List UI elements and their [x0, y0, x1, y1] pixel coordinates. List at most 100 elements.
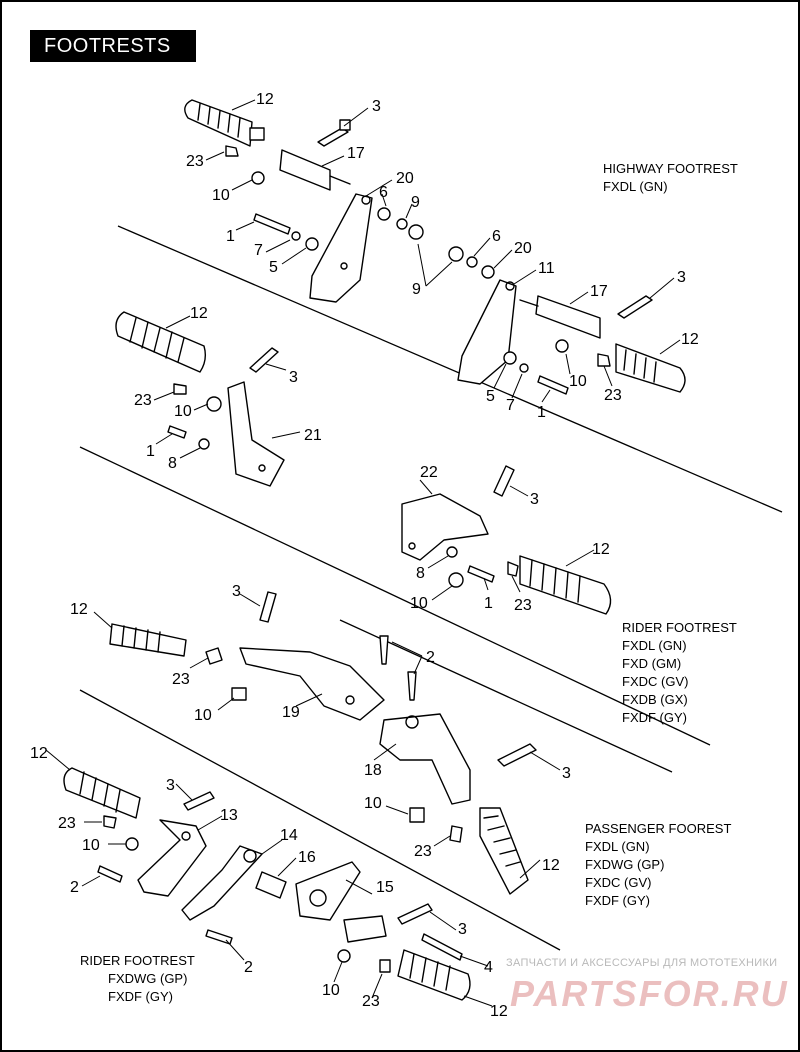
callout-10: 10 — [174, 403, 192, 420]
label-line: FXDL (GN) — [622, 638, 687, 653]
bolt-part-1 — [253, 213, 291, 235]
callout-23: 23 — [362, 993, 380, 1010]
callout-17: 17 — [347, 145, 365, 162]
bolt-part-1 — [167, 425, 187, 439]
callout-13: 13 — [220, 807, 238, 824]
washer-part-7 — [291, 231, 301, 241]
bolt-part-2 — [407, 671, 417, 701]
spacer-part-11 — [408, 224, 424, 240]
section-divider — [79, 446, 711, 746]
callout-6: 6 — [379, 184, 388, 201]
bolt-part-3 — [259, 591, 277, 623]
callout-16: 16 — [298, 849, 316, 866]
washer-part-9 — [466, 256, 478, 268]
callout-10: 10 — [364, 795, 382, 812]
callout-10: 10 — [569, 373, 587, 390]
footpeg-part-12 — [115, 311, 207, 373]
washer-part-23 — [449, 825, 463, 843]
washer-part-23 — [597, 353, 611, 367]
callout-23: 23 — [186, 153, 204, 170]
watermark-caption: ЗАПЧАСТИ И АКСЕССУАРЫ ДЛЯ МОТОТЕХНИКИ — [506, 957, 778, 969]
callout-1: 1 — [146, 443, 155, 460]
footpeg-part-12 — [184, 99, 265, 147]
bracket-part-21 — [227, 381, 285, 487]
washer-part-9 — [396, 218, 408, 230]
callout-23: 23 — [514, 597, 532, 614]
callout-3: 3 — [289, 369, 298, 386]
label-line: FXD (GM) — [622, 656, 682, 671]
label-line: HIGHWAY FOOTREST — [603, 161, 738, 176]
nut-part-10 — [555, 339, 569, 353]
nut-part-10 — [125, 837, 139, 851]
callout-15: 15 — [376, 879, 394, 896]
callout-10: 10 — [322, 982, 340, 999]
callout-3: 3 — [166, 777, 175, 794]
washer-part-23 — [507, 561, 519, 577]
diagram-title: FOOTRESTS — [44, 35, 171, 57]
footpeg-part-12 — [397, 949, 471, 1001]
bolt-part-2 — [379, 635, 389, 665]
rider-footrest-label: RIDER FOOTREST FXDL (GN) FXD (GM) FXDC (… — [622, 619, 737, 727]
callout-10: 10 — [212, 187, 230, 204]
watermark-brand: PARTSFOR.RU — [510, 973, 789, 1014]
footpeg-part-12 — [63, 767, 141, 819]
label-line: FXDB (GX) — [622, 692, 688, 707]
bracket-part-18 — [379, 713, 471, 805]
callout-17: 17 — [590, 283, 608, 300]
callout-12: 12 — [681, 331, 699, 348]
nut-part-10 — [409, 807, 425, 823]
section-divider — [339, 619, 673, 773]
bolt-part-1 — [537, 375, 569, 395]
callout-10: 10 — [82, 837, 100, 854]
washer-part-23 — [205, 647, 223, 665]
callout-9: 9 — [411, 194, 420, 211]
footpeg-part-12 — [615, 343, 686, 393]
washer-part-6 — [377, 207, 391, 221]
callout-8: 8 — [416, 565, 425, 582]
callout-22: 22 — [420, 464, 438, 481]
callout-19: 19 — [282, 704, 300, 721]
label-line: FXDF (GY) — [585, 893, 650, 908]
callout-5: 5 — [486, 388, 495, 405]
label-line: FXDWG (GP) — [108, 971, 188, 986]
bolt-part-1 — [467, 565, 495, 583]
callout-12: 12 — [190, 305, 208, 322]
callout-12: 12 — [256, 91, 274, 108]
label-line: RIDER FOOTREST — [622, 620, 737, 635]
callout-7: 7 — [254, 242, 263, 259]
bolt-part-3 — [183, 791, 215, 811]
bracket-part-20 — [309, 193, 373, 303]
callout-3: 3 — [232, 583, 241, 600]
label-line: FXDF (GY) — [108, 989, 173, 1004]
footpeg-part-12 — [479, 807, 529, 895]
highway-footrest-label: HIGHWAY FOOTREST FXDL (GN) — [603, 160, 738, 196]
label-line: FXDF (GY) — [622, 710, 687, 725]
callout-12: 12 — [542, 857, 560, 874]
washer-part-5 — [503, 351, 517, 365]
callout-18: 18 — [364, 762, 382, 779]
callout-23: 23 — [58, 815, 76, 832]
footpeg-part-12 — [109, 623, 187, 657]
bolt-part-3 — [249, 347, 279, 373]
callout-11: 11 — [538, 260, 555, 277]
callout-3: 3 — [458, 921, 467, 938]
nut-part-10 — [231, 687, 247, 701]
diagram-title-badge: FOOTRESTS — [30, 30, 196, 62]
pivot-part-15 — [295, 861, 387, 943]
callout-9: 9 — [412, 281, 421, 298]
label-line: PASSENGER FOOREST — [585, 821, 732, 836]
bracket-part-22 — [401, 493, 489, 561]
callout-14: 14 — [280, 827, 298, 844]
callout-12: 12 — [30, 745, 48, 762]
washer-part-5 — [305, 237, 319, 251]
callout-23: 23 — [172, 671, 190, 688]
washer-part-23 — [225, 145, 239, 157]
section-divider — [117, 225, 783, 513]
callout-1: 1 — [226, 228, 235, 245]
bushing-part-16 — [255, 871, 287, 899]
washer-part-23 — [173, 383, 187, 395]
washer-part-23 — [103, 815, 117, 829]
label-line: RIDER FOOTREST — [80, 953, 195, 968]
callout-3: 3 — [677, 269, 686, 286]
